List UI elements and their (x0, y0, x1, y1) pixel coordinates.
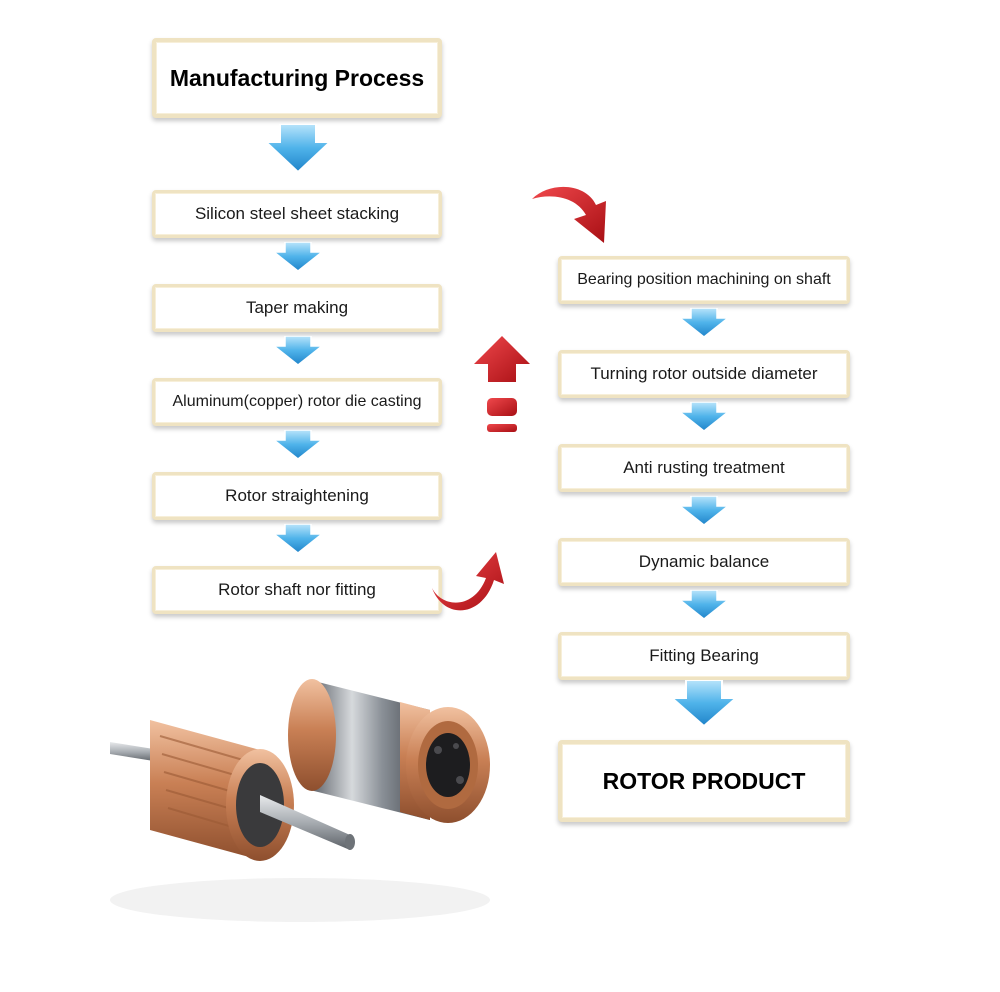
down-arrow-icon (680, 402, 728, 432)
step-box-4: Rotor straightening (152, 472, 442, 520)
final-box: ROTOR PRODUCT (558, 740, 850, 822)
down-arrow-icon (266, 124, 330, 174)
final-label: ROTOR PRODUCT (602, 767, 806, 794)
down-arrow-icon (672, 680, 736, 728)
step-label: Bearing position machining on shaft (577, 271, 831, 288)
step-box-10: Fitting Bearing (558, 632, 850, 680)
down-arrow-icon (680, 496, 728, 526)
down-arrow-icon (274, 242, 322, 272)
title-box: Manufacturing Process (152, 38, 442, 118)
step-box-8: Anti rusting treatment (558, 444, 850, 492)
down-arrow-icon (680, 590, 728, 620)
step-label: Turning rotor outside diameter (590, 364, 818, 383)
step-box-9: Dynamic balance (558, 538, 850, 586)
step-label: Silicon steel sheet stacking (194, 204, 400, 223)
curved-arrow-icon (530, 185, 616, 249)
down-arrow-icon (274, 336, 322, 366)
step-box-6: Bearing position machining on shaft (558, 256, 850, 304)
down-arrow-icon (274, 524, 322, 554)
step-label: Dynamic balance (638, 552, 770, 571)
page-title: Manufacturing Process (169, 64, 425, 91)
step-box-5: Rotor shaft nor fitting (152, 566, 442, 614)
up-arrow-icon (472, 336, 532, 436)
step-label: Fitting Bearing (649, 646, 759, 665)
step-box-2: Taper making (152, 284, 442, 332)
rotor-back (288, 679, 490, 823)
rotor-front (110, 720, 355, 861)
step-label: Aluminum(copper) rotor die casting (172, 393, 422, 410)
rotor-image (100, 650, 510, 930)
step-label: Taper making (245, 298, 349, 317)
curved-arrow-icon (430, 548, 510, 618)
step-box-3: Aluminum(copper) rotor die casting (152, 378, 442, 426)
down-arrow-icon (680, 308, 728, 338)
step-label: Rotor shaft nor fitting (218, 580, 376, 599)
step-box-7: Turning rotor outside diameter (558, 350, 850, 398)
down-arrow-icon (274, 430, 322, 460)
step-label: Anti rusting treatment (623, 458, 785, 477)
step-box-1: Silicon steel sheet stacking (152, 190, 442, 238)
step-label: Rotor straightening (225, 486, 369, 505)
